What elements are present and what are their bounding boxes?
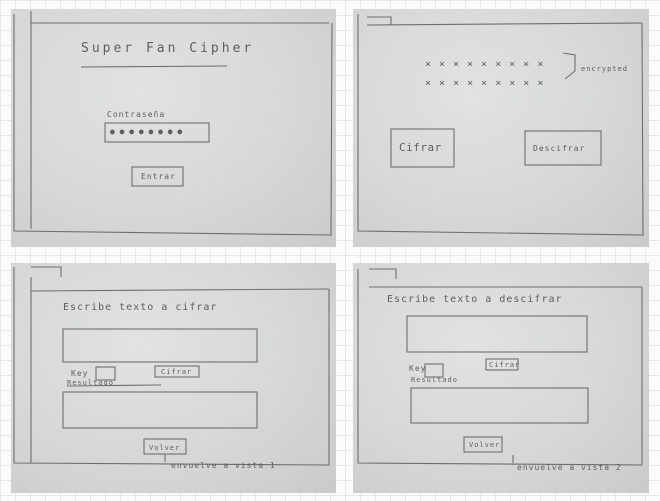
sketch-photo-decrypt: Escribe texto a descifrar Key Cifrar Res…: [353, 263, 649, 493]
decrypt-action-button[interactable]: Cifrar: [489, 361, 521, 369]
sketch-lines-menu: [357, 14, 644, 236]
sketch-lines-encrypt: [13, 266, 330, 466]
cipher-button[interactable]: Cifrar: [399, 141, 442, 154]
enter-button[interactable]: Entrar: [141, 172, 176, 181]
decipher-button[interactable]: Descifrar: [533, 144, 586, 153]
sketch-photo-menu: × × × × × × × × × × × × × × × × × × encr…: [353, 9, 649, 247]
back-button[interactable]: Volver: [469, 441, 501, 449]
app-title: Super Fan Cipher: [81, 41, 255, 56]
encrypted-text-line-2: × × × × × × × × ×: [425, 78, 545, 89]
encrypt-heading: Escribe texto a cifrar: [63, 302, 218, 313]
back-note: envuelve a vista 1: [171, 461, 276, 470]
side-note: encrypted: [581, 65, 628, 73]
decrypt-heading: Escribe texto a descifrar: [387, 294, 563, 305]
password-label: Contraseña: [107, 110, 166, 119]
encrypt-action-button[interactable]: Cifrar: [161, 368, 193, 376]
result-label: Resultado: [67, 379, 114, 387]
encrypted-text-line-1: × × × × × × × × ×: [425, 59, 545, 70]
sketch-lines-login: [13, 11, 333, 236]
result-label: Resultado: [411, 376, 458, 384]
key-label: Key: [409, 364, 427, 373]
back-note: envuelve a vista 2: [517, 463, 622, 472]
back-button[interactable]: Volver: [149, 444, 181, 452]
password-input[interactable]: ● ● ● ● ● ● ● ●: [110, 127, 183, 136]
sketch-photo-login: Super Fan Cipher Contraseña ● ● ● ● ● ● …: [11, 9, 336, 247]
sketch-lines-decrypt: [357, 268, 643, 466]
key-label: Key: [71, 369, 89, 378]
sketch-photo-encrypt: Escribe texto a cifrar Key Cifrar Result…: [11, 263, 336, 493]
